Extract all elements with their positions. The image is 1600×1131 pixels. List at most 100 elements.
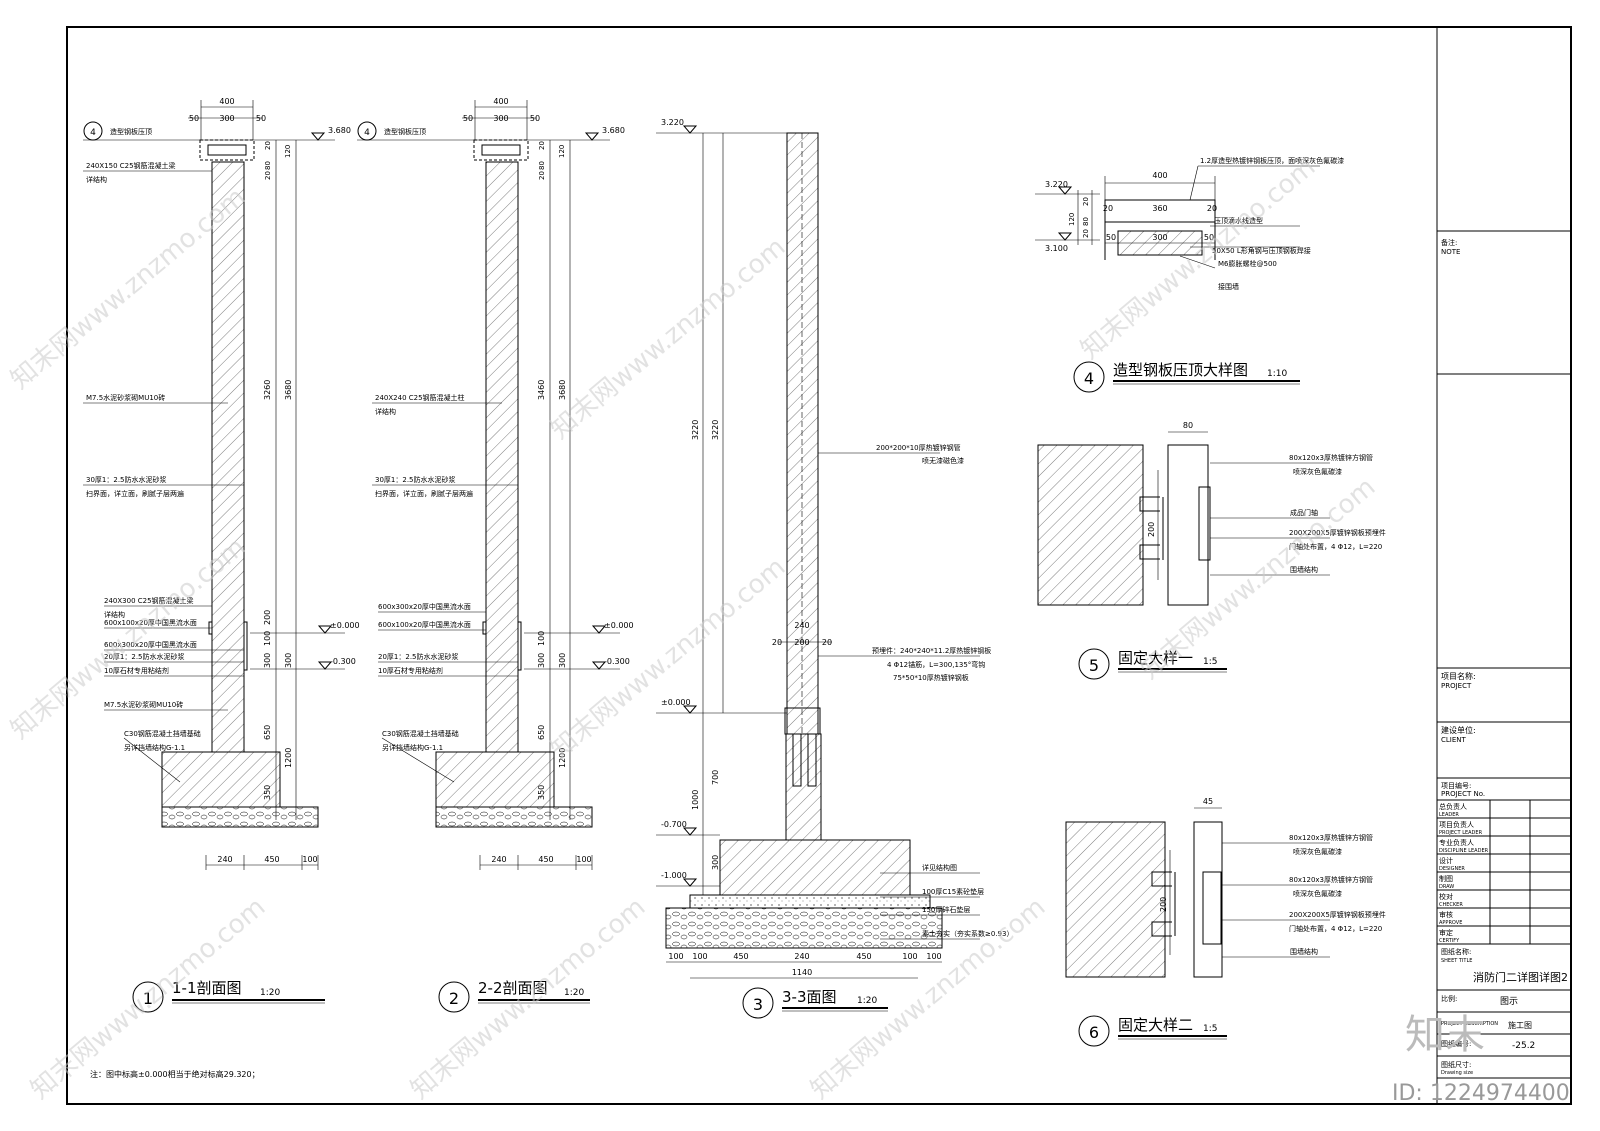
d6-label-4: 200X200X5厚镀锌钢板预埋件 bbox=[1289, 910, 1386, 919]
s1-v100: 100 bbox=[263, 631, 272, 646]
d6-title: 固定大样二 bbox=[1118, 1016, 1193, 1034]
s3-scale: 1:20 bbox=[857, 996, 877, 1006]
s2-level-top: 3.680 bbox=[602, 126, 625, 135]
s2-v20a: 20 bbox=[538, 141, 546, 150]
d5-label-0: 80x120x3厚热镀锌方钢管 bbox=[1289, 453, 1373, 462]
d5-title: 固定大样一 bbox=[1118, 649, 1193, 667]
s3-title: 3-3面图 bbox=[782, 988, 837, 1006]
section-2-2: 400 50 300 50 4 造型钢板压顶 3.680 ±0.000 -0.3… bbox=[357, 97, 634, 1013]
d4-dim-20b: 20 bbox=[1207, 204, 1217, 213]
s2-label-3: 30厚1：2.5防水水泥砂浆 bbox=[375, 475, 456, 484]
tb-role-7-en: CERTIFY bbox=[1439, 938, 1460, 944]
s2-v20b: 20 bbox=[538, 171, 546, 180]
tb-size-en: Drawing size bbox=[1441, 1070, 1473, 1076]
s3-total: 1140 bbox=[792, 968, 812, 977]
d5-scale: 1:5 bbox=[1203, 657, 1217, 667]
s3-b100c: 100 bbox=[902, 952, 917, 961]
s2-level-neg: -0.300 bbox=[604, 657, 630, 666]
s1-b450: 450 bbox=[264, 855, 279, 864]
d6-label-2: 80x120x3厚热镀锌方钢管 bbox=[1289, 875, 1373, 884]
s3-b100d: 100 bbox=[926, 952, 941, 961]
s3-label-5: 详见结构图 bbox=[922, 863, 957, 872]
s1-label-5: 扫界面，详立面，刷腻子层两遍 bbox=[86, 489, 184, 498]
s1-b240: 240 bbox=[217, 855, 232, 864]
watermark-6: 知末网www.znzmo.com bbox=[1135, 472, 1381, 685]
d5-label-5: 围墙结构 bbox=[1290, 565, 1318, 574]
s2-label-10: 另详挡墙结构G-1.1 bbox=[382, 743, 443, 752]
d4-label-2: 50X50 L形角钢与压顶钢板焊接 bbox=[1212, 246, 1311, 255]
tb-role-0: 总负责人 bbox=[1439, 802, 1467, 811]
s1-label-7: 详结构 bbox=[104, 610, 125, 619]
tb-note-cn: 备注: bbox=[1441, 238, 1457, 247]
s1-label-4: 30厚1：2.5防水水泥砂浆 bbox=[86, 475, 167, 484]
s3-b100a: 100 bbox=[668, 952, 683, 961]
s1-v20b: 20 bbox=[264, 171, 272, 180]
d4-v120: 120 bbox=[1068, 213, 1076, 226]
d4-label-4: 接围墙 bbox=[1218, 282, 1239, 291]
tb-client-cn: 建设单位: bbox=[1441, 725, 1476, 735]
tb-scale-val: 图示 bbox=[1500, 996, 1518, 1007]
s2-b240: 240 bbox=[491, 855, 506, 864]
s3-level-zero: ±0.000 bbox=[661, 698, 691, 707]
s1-label-2: 详结构 bbox=[86, 175, 107, 184]
tb-project-cn: 项目名称: bbox=[1441, 671, 1476, 681]
d4-label-3: M6膨胀螺栓@500 bbox=[1218, 259, 1277, 268]
tb-note-en: NOTE bbox=[1441, 248, 1460, 256]
d6-label-3: 喷深灰色氟碳漆 bbox=[1293, 889, 1342, 898]
tb-drawing-no-val: -25.2 bbox=[1512, 1041, 1535, 1051]
s2-label-9: C30钢筋混凝土挡墙基础 bbox=[382, 729, 459, 738]
s3-m20a: 20 bbox=[772, 638, 782, 647]
s1-dim-300: 300 bbox=[219, 114, 234, 123]
tb-role-6: 审核 bbox=[1439, 910, 1453, 919]
s2-label-2: 详结构 bbox=[375, 407, 396, 416]
tb-desc-val: 施工图 bbox=[1508, 1020, 1532, 1030]
d5-title-number: 5 bbox=[1089, 656, 1099, 675]
s2-level-zero: ±0.000 bbox=[604, 621, 634, 630]
tb-sheet-title-cn: 图纸名称: bbox=[1441, 947, 1471, 956]
detail-6: 45 200 80x120x3厚热镀锌方钢管 喷深灰色氟碳漆 80x120x3厚… bbox=[1065, 797, 1386, 1047]
tb-role-5: 校对 bbox=[1439, 892, 1453, 901]
tb-role-4-en: DRAW bbox=[1439, 884, 1454, 890]
s2-v3680: 3680 bbox=[558, 380, 567, 400]
s2-label-4: 扫界面，详立面，刷腻子层两遍 bbox=[375, 489, 473, 498]
d4-v20a: 20 bbox=[1082, 197, 1090, 206]
d6-label-5: 门轴处布置，4 Φ12，L=220 bbox=[1289, 924, 1382, 933]
s3-label-2: 预埋件：240*240*11.2厚热镀锌钢板 bbox=[872, 646, 991, 655]
s3-b450a: 450 bbox=[733, 952, 748, 961]
s2-label-8: 10厚石材专用粘结剂 bbox=[378, 666, 443, 675]
s3-label-4: 75*50*10厚热镀锌钢板 bbox=[893, 673, 969, 682]
s1-v350: 350 bbox=[263, 785, 272, 800]
d4-v20b: 20 bbox=[1082, 229, 1090, 238]
s2-v100: 100 bbox=[537, 631, 546, 646]
s1-dim-50b: 50 bbox=[256, 114, 266, 123]
s3-m240: 240 bbox=[794, 621, 809, 630]
s1-label-8: 600x100x20厚中国黑流水面 bbox=[104, 618, 197, 627]
s2-label-7: 20厚1：2.5防水水泥砂浆 bbox=[378, 652, 459, 661]
s2-label-6: 600x100x20厚中国黑流水面 bbox=[378, 620, 471, 629]
d6-dim-200: 200 bbox=[1159, 897, 1168, 912]
s2-b100: 100 bbox=[576, 855, 591, 864]
s1-v650: 650 bbox=[263, 725, 272, 740]
s2-label-1: 240X240 C25钢筋混凝土柱 bbox=[375, 393, 465, 402]
s1-label-3: M7.5水泥砂浆砌MU10砖 bbox=[86, 393, 165, 402]
s1-v3260: 3260 bbox=[263, 380, 272, 400]
d4-b50b: 50 bbox=[1204, 233, 1214, 242]
s1-v1200: 1200 bbox=[284, 748, 293, 768]
tb-role-7: 审定 bbox=[1439, 928, 1453, 937]
s3-b450b: 450 bbox=[856, 952, 871, 961]
s1-callout-4: 4 bbox=[90, 128, 96, 138]
d5-label-3: 200X200X5厚镀锌钢板预埋件 bbox=[1289, 528, 1386, 537]
d4-label-0: 1.2厚造型热镀锌钢板压顶，面喷深灰色氟碳漆 bbox=[1200, 156, 1344, 165]
s1-label-14: 另详挡墙结构G-1.1 bbox=[124, 743, 185, 752]
s3-label-7: 150厚碎石垫层 bbox=[922, 905, 970, 914]
tb-drawing-no-cn: 图纸编号: bbox=[1441, 1039, 1471, 1048]
s2-v350: 350 bbox=[537, 785, 546, 800]
watermark-8: 知末网www.znzmo.com bbox=[405, 892, 651, 1105]
d6-label-1: 喷深灰色氟碳漆 bbox=[1293, 847, 1342, 856]
detail-4: 400 20 360 20 3.220 3.100 20 80 120 20 5… bbox=[1035, 156, 1344, 393]
d4-dim-400: 400 bbox=[1152, 171, 1167, 180]
s1-v120: 120 bbox=[284, 145, 292, 158]
tb-role-1-en: PROJECT LEADER bbox=[1439, 830, 1483, 836]
s3-m200: 200 bbox=[794, 638, 809, 647]
